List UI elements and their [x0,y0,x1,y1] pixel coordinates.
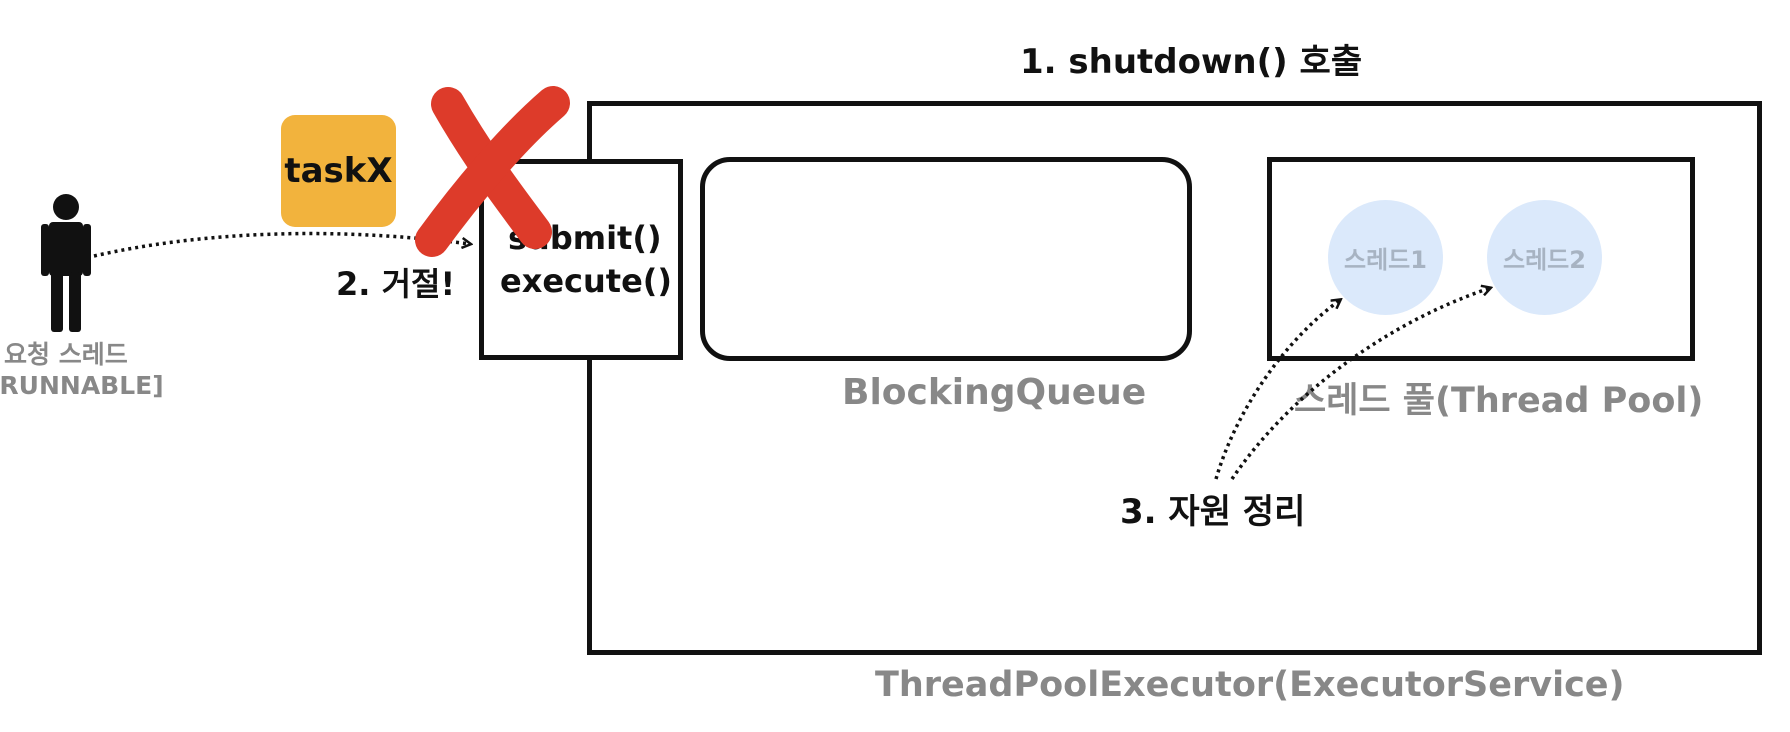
person-icon [41,194,91,332]
task-card: taskX [281,115,396,227]
requester-state: [RUNNABLE] [0,371,164,400]
thread-1: 스레드1 [1328,200,1443,315]
pool-label: 스레드 풀(Thread Pool) [1294,381,1704,421]
requester-name: 요청 스레드 [4,340,128,369]
request-arrow [93,231,470,258]
step3-label: 3. 자원 정리 [1120,492,1306,532]
step1-label: 1. shutdown() 호출 [1020,42,1363,82]
execute-line: execute() [500,262,673,300]
thread-pool-box [1267,157,1695,361]
cleanup-arrow-thread-2 [1230,288,1490,480]
reject-x-icon [415,86,570,257]
executor-label: ThreadPoolExecutor(ExecutorService) [875,665,1625,705]
queue-label: BlockingQueue [842,372,1147,413]
thread-2: 스레드2 [1487,200,1602,315]
blocking-queue-box [700,157,1192,361]
thread-pool-executor-box [587,101,1762,655]
cleanup-arrow-thread-1 [1214,300,1340,480]
step2-label: 2. 거절! [336,265,456,303]
